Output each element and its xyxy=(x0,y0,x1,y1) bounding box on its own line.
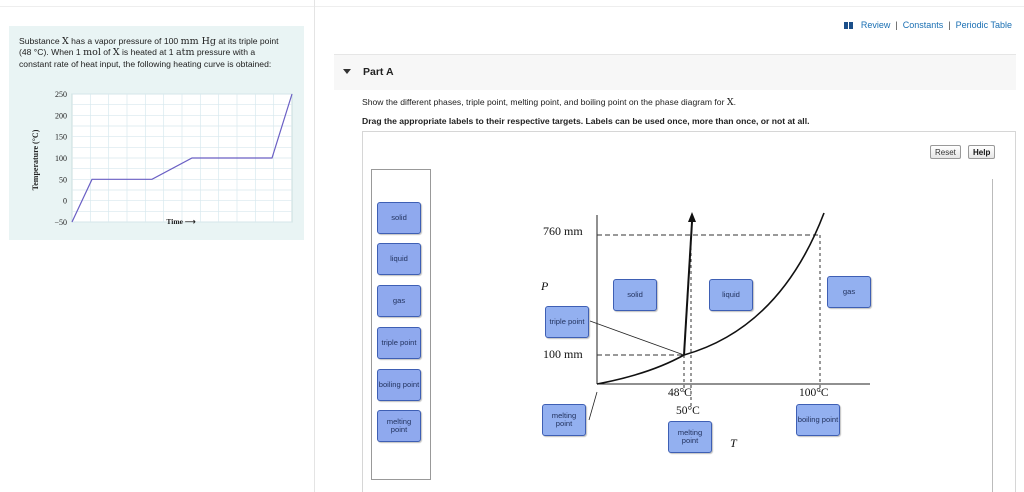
work-area-edge xyxy=(992,179,993,492)
bank-label-gas[interactable]: gas xyxy=(377,285,421,317)
instruction-text: Show the different phases, triple point,… xyxy=(362,97,727,107)
link-separator: | xyxy=(895,20,898,30)
bank-label-boiling-point[interactable]: boiling point xyxy=(377,369,421,401)
heating-chart-ytick: 100 xyxy=(55,154,67,163)
heating-chart-ticks: 250 200 150 100 50 0 −50 xyxy=(54,90,67,227)
top-divider xyxy=(0,6,1024,7)
target-triple-point[interactable]: triple point xyxy=(545,306,589,338)
problem-text-6: pressure with a constant rate of heat in… xyxy=(19,47,272,69)
problem-text-1: Substance xyxy=(19,36,62,46)
heating-curve-line xyxy=(71,93,293,223)
panel-divider xyxy=(314,0,315,492)
problem-unit-mol: mol xyxy=(83,47,101,59)
bank-label-solid[interactable]: solid xyxy=(377,202,421,234)
problem-text-2: has a vapor pressure of 100 xyxy=(68,36,181,46)
periodic-table-link[interactable]: Periodic Table xyxy=(955,20,1012,30)
heating-chart-ylabel: Temperature (°C) xyxy=(31,129,40,190)
problem-unit-mmhg: mm Hg xyxy=(180,36,216,47)
problem-text-3: at its triple point (48 °C). When 1 xyxy=(19,36,279,58)
problem-text-4: of xyxy=(100,47,113,58)
heating-chart-grid xyxy=(71,93,293,223)
instruction-line-1: Show the different phases, triple point,… xyxy=(362,97,736,108)
target-boiling-point[interactable]: boiling point xyxy=(796,404,840,436)
heating-chart-ytick: −50 xyxy=(54,218,67,227)
problem-var-x2: X xyxy=(112,47,120,59)
bank-label-liquid[interactable]: liquid xyxy=(377,243,421,275)
part-title: Part A xyxy=(363,66,394,78)
review-link[interactable]: Review xyxy=(860,20,891,30)
heating-chart-ytick: 150 xyxy=(55,133,67,142)
vaporization-curve xyxy=(683,212,825,356)
reset-button[interactable]: Reset xyxy=(930,145,961,159)
pressure-760-label: 760 mm xyxy=(543,224,583,238)
constants-link[interactable]: Constants xyxy=(902,20,944,30)
instruction-period: . xyxy=(733,97,736,107)
problem-panel: Substance X has a vapor pressure of 100 … xyxy=(9,26,304,240)
problem-text-5: is heated at 1 xyxy=(119,47,176,58)
target-liquid[interactable]: liquid xyxy=(709,279,753,311)
temperature-axis-label: T xyxy=(730,436,737,450)
target-gas[interactable]: gas xyxy=(827,276,871,308)
heating-chart-ytick: 200 xyxy=(55,111,67,120)
sublimation-curve xyxy=(596,354,685,385)
target-solid[interactable]: solid xyxy=(613,279,657,311)
instruction-line-2: Drag the appropriate labels to their res… xyxy=(362,116,810,126)
temp-48-label: 48°C xyxy=(668,387,692,399)
help-button[interactable]: Help xyxy=(968,145,996,159)
heating-chart-ytick: 250 xyxy=(55,90,67,99)
temp-50-label: 50°C xyxy=(676,405,700,417)
instruction-var-x: X xyxy=(726,97,734,108)
triple-point-leader xyxy=(589,320,685,356)
bank-label-triple-point[interactable]: triple point xyxy=(377,327,421,359)
temp-100-label: 100°C xyxy=(799,387,829,399)
problem-var-x: X xyxy=(62,36,69,47)
bank-label-melting-point[interactable]: melting point xyxy=(377,410,421,442)
problem-unit-atm: atm xyxy=(175,47,195,59)
heating-chart-ytick: 50 xyxy=(59,175,67,184)
problem-statement: Substance X has a vapor pressure of 100 … xyxy=(19,36,289,69)
melting-curve xyxy=(683,221,693,356)
target-melting-point-left[interactable]: melting point xyxy=(542,404,586,436)
heating-chart-xlabel: Time ⟶ xyxy=(166,217,196,226)
melting-point-leader xyxy=(588,391,598,421)
target-melting-point[interactable]: melting point xyxy=(668,421,712,453)
collapse-arrow-icon[interactable] xyxy=(343,69,351,74)
part-a-header[interactable]: Part A xyxy=(334,54,1016,90)
heating-curve-chart: 250 200 150 100 50 0 −50 Temperature (°C) Time… xyxy=(31,90,293,227)
book-icon xyxy=(843,21,854,29)
pressure-axis-label: P xyxy=(541,279,549,293)
melting-curve-arrowhead xyxy=(688,212,696,222)
top-links: Review | Constants | Periodic Table xyxy=(843,20,1012,30)
pressure-100-label: 100 mm xyxy=(543,347,583,361)
link-separator: | xyxy=(948,20,951,30)
heating-chart-ytick: 0 xyxy=(63,197,67,206)
